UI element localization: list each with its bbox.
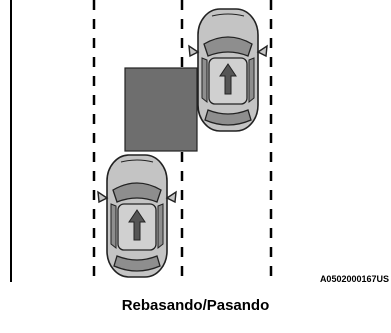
figure-code: A0502000167US: [319, 274, 389, 284]
host-vehicle: [97, 154, 177, 278]
passing-vehicle: [188, 8, 268, 132]
blind-spot-zone: [124, 67, 198, 152]
figure-caption: Rebasando/Pasando: [121, 297, 270, 314]
